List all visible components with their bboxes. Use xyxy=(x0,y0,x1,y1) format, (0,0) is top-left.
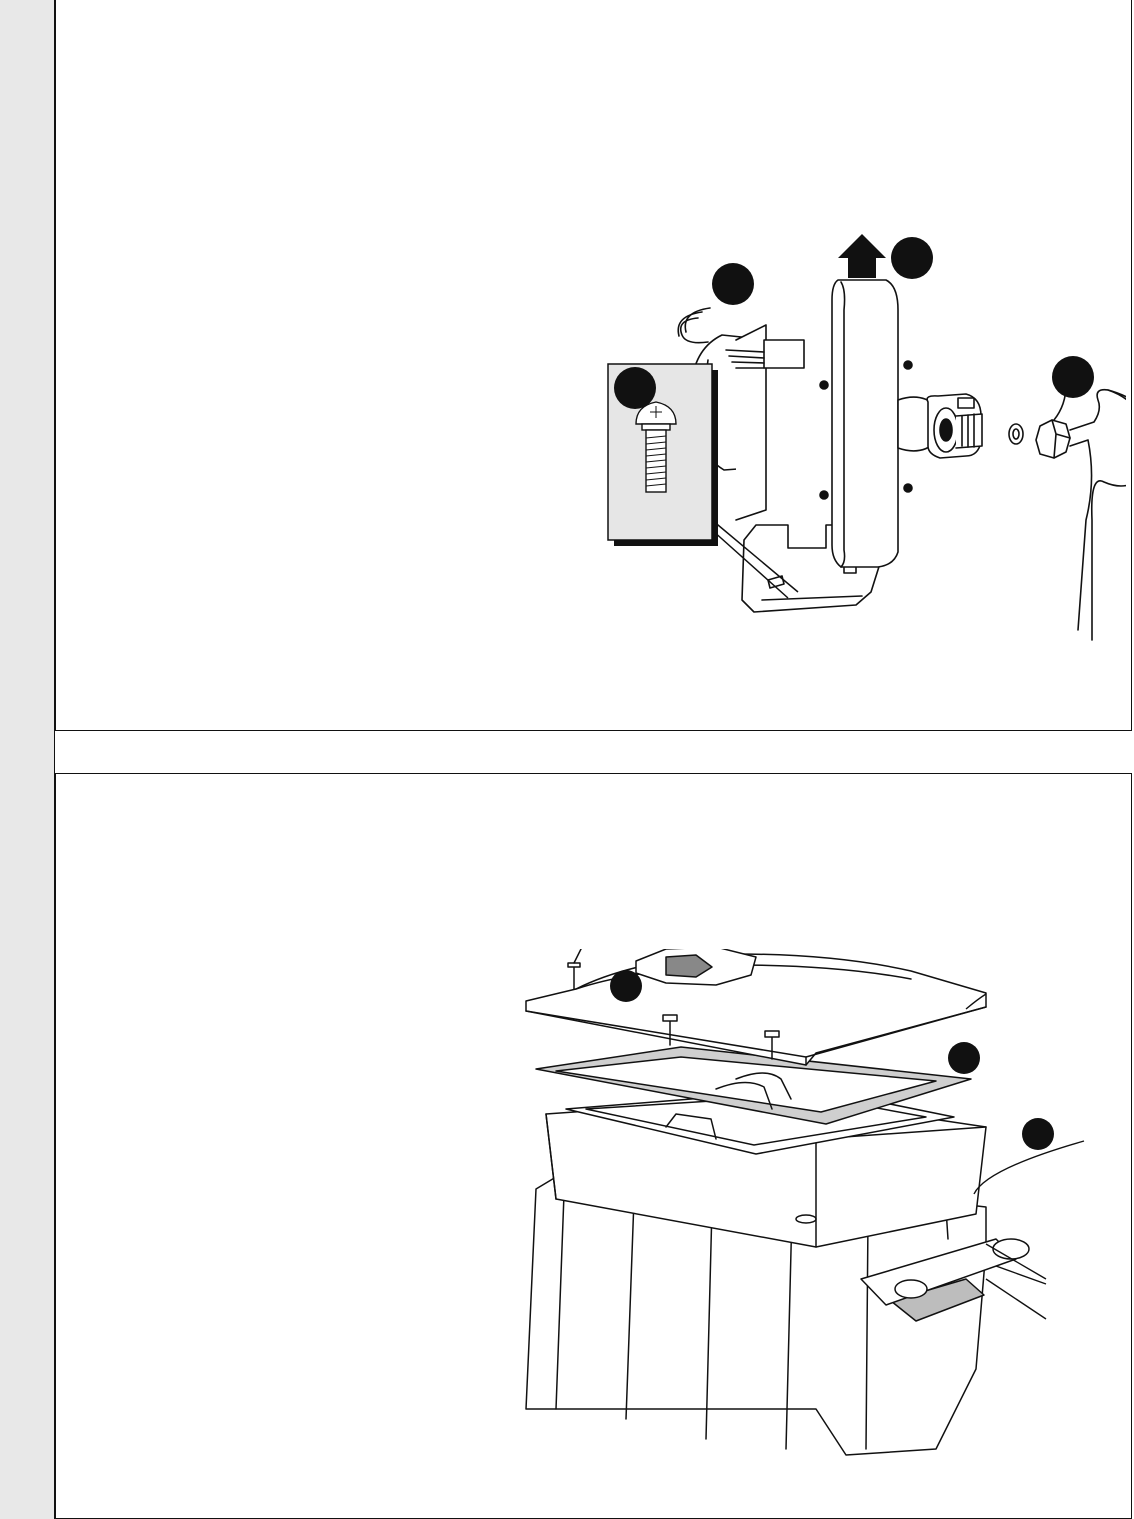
panel-separator xyxy=(55,731,1132,773)
fan-removal-panel xyxy=(55,0,1132,731)
sump-cover-illustration-upper xyxy=(516,774,1096,1494)
callout-marker-icon xyxy=(610,970,642,1002)
up-arrow-icon xyxy=(838,234,886,278)
fan-assembly-illustration xyxy=(526,220,1126,660)
callout-marker-icon xyxy=(1022,1118,1054,1150)
callout-marker-icon xyxy=(948,1042,980,1074)
callout-marker-icon xyxy=(614,367,656,409)
callout-marker-icon xyxy=(1052,356,1094,398)
callout-marker-icon xyxy=(712,263,754,305)
sump-cover-panel xyxy=(55,773,1132,1519)
callout-marker-icon xyxy=(891,237,933,279)
page-margin-strip xyxy=(0,0,55,1519)
